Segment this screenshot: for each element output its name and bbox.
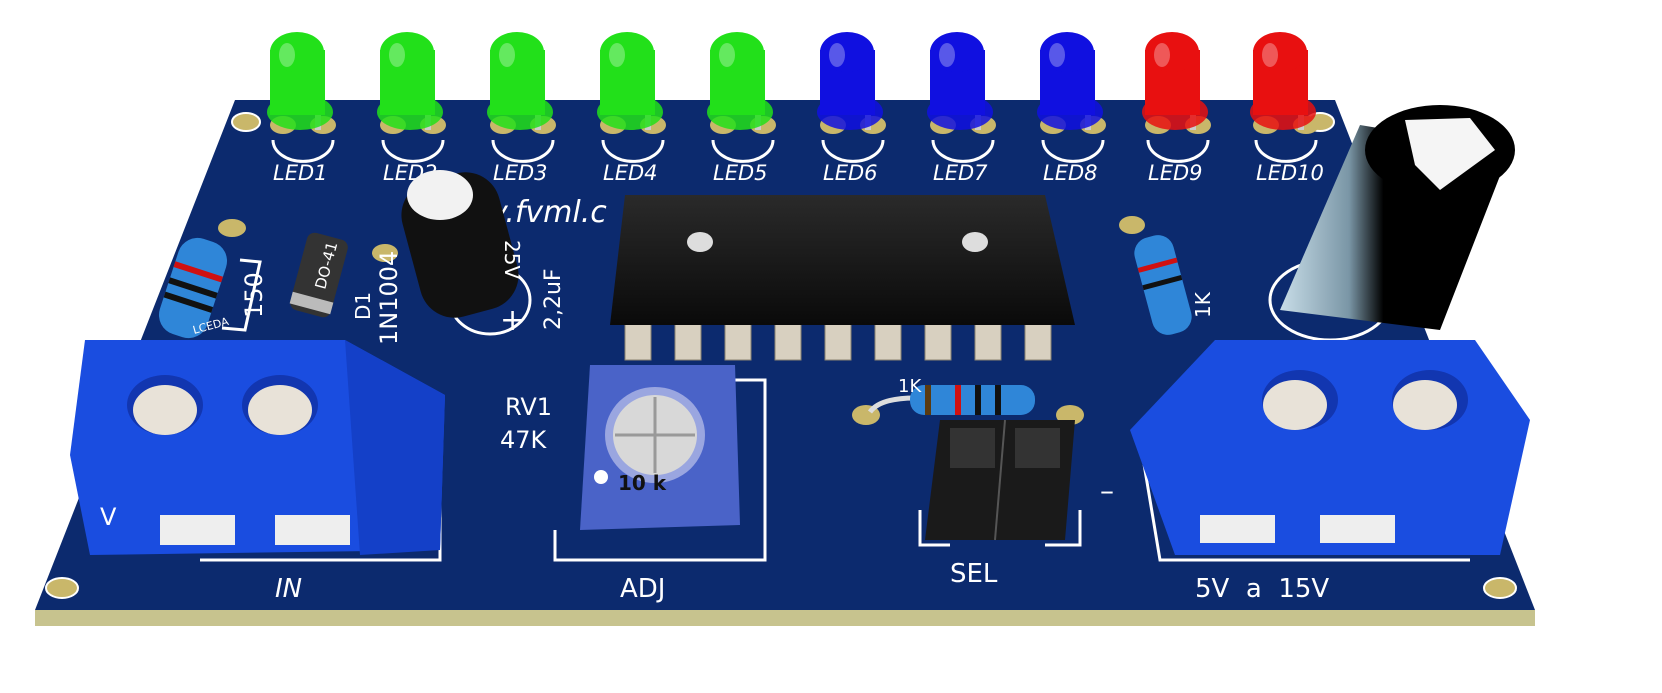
terminal-block-supply[interactable] bbox=[1130, 340, 1530, 562]
resistor-mid: 1K bbox=[852, 376, 1084, 425]
jumper-sel[interactable] bbox=[918, 419, 1082, 547]
led-label: LED6 bbox=[823, 161, 878, 185]
resistor-r1-value: 150 bbox=[240, 272, 268, 318]
capacitor-small: 25V + 2,2uF bbox=[401, 170, 566, 338]
led-label: LED8 bbox=[1043, 161, 1098, 185]
label-in: IN bbox=[275, 574, 302, 604]
ic-chip bbox=[610, 195, 1075, 361]
label-sel: SEL bbox=[950, 559, 998, 589]
capacitor-large bbox=[1268, 105, 1515, 342]
potentiometer-rv1[interactable]: 10 k RV1 47K bbox=[500, 365, 767, 562]
led-label: LED1 bbox=[273, 161, 328, 185]
label-adj: ADJ bbox=[620, 574, 665, 604]
resistor-right: 1K bbox=[1119, 216, 1215, 335]
label-minus: – bbox=[1100, 474, 1114, 507]
resistor-right-value: 1K bbox=[1191, 291, 1215, 318]
diode-part: 1N1004 bbox=[375, 251, 403, 345]
led-4: LED4 bbox=[597, 32, 666, 185]
led-label: LED3 bbox=[493, 161, 548, 185]
resistor-mid-value: 1K bbox=[898, 376, 922, 397]
led-7: LED7 bbox=[927, 32, 996, 185]
led-3: LED3 bbox=[487, 32, 556, 185]
label-v: V bbox=[100, 503, 117, 531]
label-supply: 5V a 15V bbox=[1195, 574, 1329, 604]
led-5: LED5 bbox=[707, 32, 776, 185]
led-2: LED2 bbox=[377, 32, 446, 185]
cap-value: 2,2uF bbox=[541, 268, 566, 330]
cap-plus: + bbox=[500, 303, 525, 338]
resistor-r1: LCEDA 150 bbox=[158, 219, 268, 339]
led-label: LED7 bbox=[933, 161, 988, 185]
pcb-edge bbox=[35, 610, 1535, 626]
led-10: LED10 bbox=[1250, 32, 1324, 185]
led-label: LED5 bbox=[713, 161, 768, 185]
terminal-block-in[interactable] bbox=[70, 340, 445, 562]
cap-voltage: 25V bbox=[500, 240, 524, 279]
pot-ref: RV1 bbox=[505, 393, 552, 421]
website-text: v.fvml.c bbox=[490, 195, 607, 230]
pot-value: 47K bbox=[500, 426, 548, 454]
led-label: LED9 bbox=[1148, 161, 1203, 185]
led-6: LED6 bbox=[817, 32, 886, 185]
diode-d1: DO-41 D1 1N1004 bbox=[289, 232, 403, 345]
diode-label: D1 bbox=[351, 292, 375, 320]
led-1: LED1 bbox=[267, 32, 336, 185]
led-9: LED9 bbox=[1142, 32, 1211, 185]
led-label: LED4 bbox=[603, 161, 658, 185]
pot-marking: 10 k bbox=[618, 471, 667, 495]
led-label: LED10 bbox=[1256, 161, 1324, 185]
led-8: LED8 bbox=[1037, 32, 1106, 185]
